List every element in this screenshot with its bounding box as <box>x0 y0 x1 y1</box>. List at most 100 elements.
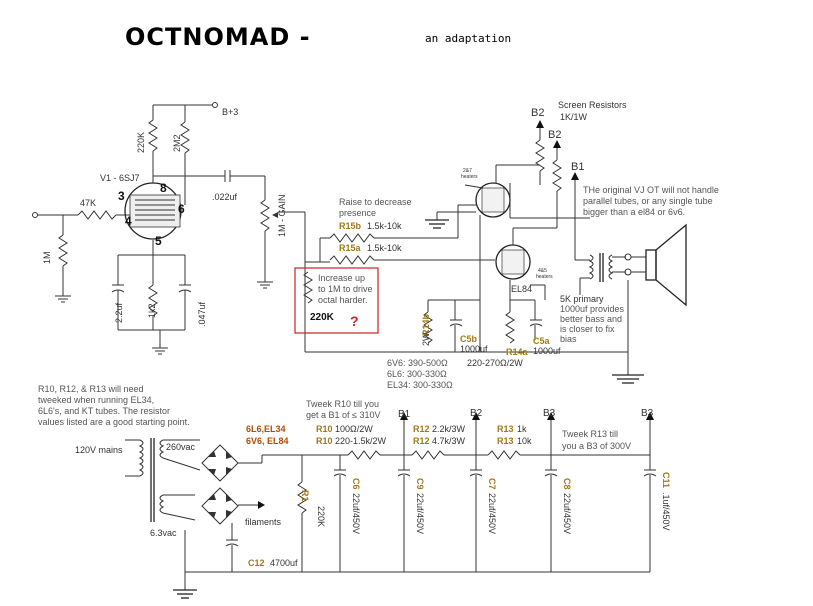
question-mark: ? <box>350 313 359 329</box>
resistor-1m <box>58 234 68 267</box>
label-tweak10a: Tweek R10 till you <box>306 399 379 409</box>
label-c5a-val: 1000uf <box>533 346 561 356</box>
label-tubes2: 6V6, EL84 <box>246 436 289 446</box>
resistor-r12 <box>411 450 445 460</box>
cap-c11 <box>643 420 657 572</box>
label-el34: EL34: 300-330Ω <box>387 380 453 390</box>
label-r14b: R14b <box>421 313 431 336</box>
label-r15b: R15b <box>339 221 362 231</box>
label-fix2: better bass and <box>560 314 622 324</box>
label-b3: B3 <box>543 408 556 419</box>
label-note4: values listed are a good starting point. <box>38 417 190 427</box>
label-c7-val: 22uf/450V <box>487 493 497 534</box>
pin-8: 8 <box>160 181 167 195</box>
label-c5b-val: 1000uf <box>460 344 488 354</box>
label-c047: .047uf <box>197 301 207 327</box>
pin-4: 4 <box>125 214 132 228</box>
label-filaments: filaments <box>245 517 282 527</box>
label-r15a-val: 1.5k-10k <box>367 243 402 253</box>
label-tweak13b: you a B3 of 300V <box>562 441 631 451</box>
label-c11: C11 <box>661 472 671 488</box>
label-47k: 47K <box>80 198 96 208</box>
label-r13b: R13 <box>497 436 514 446</box>
preamp-section: 47K 1M 3 8 6 4 5 V1 - 6SJ7 B+3 220K 2M <box>32 102 306 355</box>
label-mains: 120V mains <box>75 445 123 455</box>
resistor-220k <box>148 119 158 152</box>
label-gain: 1M - GAIN <box>277 194 287 237</box>
bridge-rectifier-lv <box>201 487 239 525</box>
resistor-1k2 <box>148 284 158 317</box>
label-r10a: R10 <box>316 424 333 434</box>
label-b2-top: B2 <box>531 107 544 119</box>
label-r14a-val: 220-270Ω/2W <box>467 358 523 368</box>
label-c7: C7 <box>487 478 497 490</box>
arrow-filaments <box>258 501 265 509</box>
label-c2-2uf: 2.2uf <box>114 302 124 323</box>
label-b3-end: B3 <box>641 408 654 419</box>
bridge-rectifier-hv <box>201 444 239 482</box>
label-note2: tweeked when running EL34, <box>38 395 154 405</box>
output-transformer-primary <box>588 254 594 280</box>
label-increase3: octal harder. <box>318 295 368 305</box>
cap-c7 <box>469 420 483 572</box>
label-heaters-bot2: heaters <box>536 274 553 280</box>
note-box <box>294 267 379 334</box>
label-screen-value: 1K/1W <box>560 112 588 122</box>
resistor-220k-box <box>303 271 313 304</box>
label-6v6: 6V6: 390-500Ω <box>387 358 448 368</box>
label-r10b: R10 <box>316 436 333 446</box>
label-b1: B1 <box>398 409 411 420</box>
label-c9-val: 22uf/450V <box>415 493 425 534</box>
pin-5: 5 <box>155 234 162 248</box>
label-1m: 1M <box>42 251 52 264</box>
input-jack <box>32 212 38 218</box>
label-note1: R10, R12, & R13 will need <box>38 384 144 394</box>
label-c8-val: 22uf/450V <box>562 493 572 534</box>
label-r10b-val: 220-1.5k/2W <box>335 436 387 446</box>
cap-c8 <box>544 420 558 572</box>
label-b2: B2 <box>470 408 483 419</box>
label-6l6: 6L6: 300-330Ω <box>387 369 447 379</box>
label-c9: C9 <box>415 478 425 490</box>
speaker-icon <box>655 223 687 307</box>
label-220k: 220K <box>136 132 146 153</box>
resistor-r14a <box>505 311 515 344</box>
label-c5b: C5b <box>460 334 478 344</box>
node-b-plus3 <box>212 102 218 108</box>
label-260vac: 260vac <box>166 442 196 452</box>
label-ot1: THe original VJ OT will not handle <box>583 185 719 195</box>
label-raise: Raise to decrease <box>339 197 412 207</box>
label-tweak10b: get a B1 of ≤ 310V <box>306 410 381 420</box>
screen-resistor-1 <box>535 139 545 172</box>
label-tweak13a: Tweek R13 till <box>562 429 618 439</box>
title: OCTNOMAD - <box>125 23 311 51</box>
label-c022: .022uf <box>212 192 238 202</box>
cap-c6 <box>333 455 347 572</box>
screen-resistor-2 <box>552 159 562 192</box>
label-r10a-val: 100Ω/2W <box>335 424 373 434</box>
label-r12a-val: 2.2k/3W <box>432 424 466 434</box>
subtitle: an adaptation <box>425 32 511 45</box>
label-r15a: R15a <box>339 243 362 253</box>
label-b2-mid: B2 <box>548 129 561 141</box>
label-5k-primary: 5K primary <box>560 294 604 304</box>
cap-c9 <box>397 420 411 572</box>
label-r12b: R12 <box>413 436 430 446</box>
resistor-r13 <box>487 450 521 460</box>
pin-3: 3 <box>118 189 125 203</box>
resistor-2m2 <box>180 121 190 154</box>
label-note3: 6L6's, and KT tubes. The resistor <box>38 406 170 416</box>
label-tubes1: 6L6,EL34 <box>246 424 286 434</box>
label-r13a-val: 1k <box>517 424 527 434</box>
resistor-r10 <box>347 450 381 460</box>
label-r14a: R14a <box>506 347 529 357</box>
speaker-magnet <box>645 249 657 281</box>
label-heaters-top: 2&7 <box>463 168 472 174</box>
label-heaters-top2: heaters <box>461 174 478 180</box>
label-c12-val: 4700uf <box>270 558 298 568</box>
label-63vac: 6.3vac <box>150 528 177 538</box>
resistor-r1 <box>297 481 307 514</box>
label-screen-resistors: Screen Resistors <box>558 100 627 110</box>
label-c11-val: .1uf/450V <box>661 492 671 531</box>
label-c8: C8 <box>562 478 572 490</box>
